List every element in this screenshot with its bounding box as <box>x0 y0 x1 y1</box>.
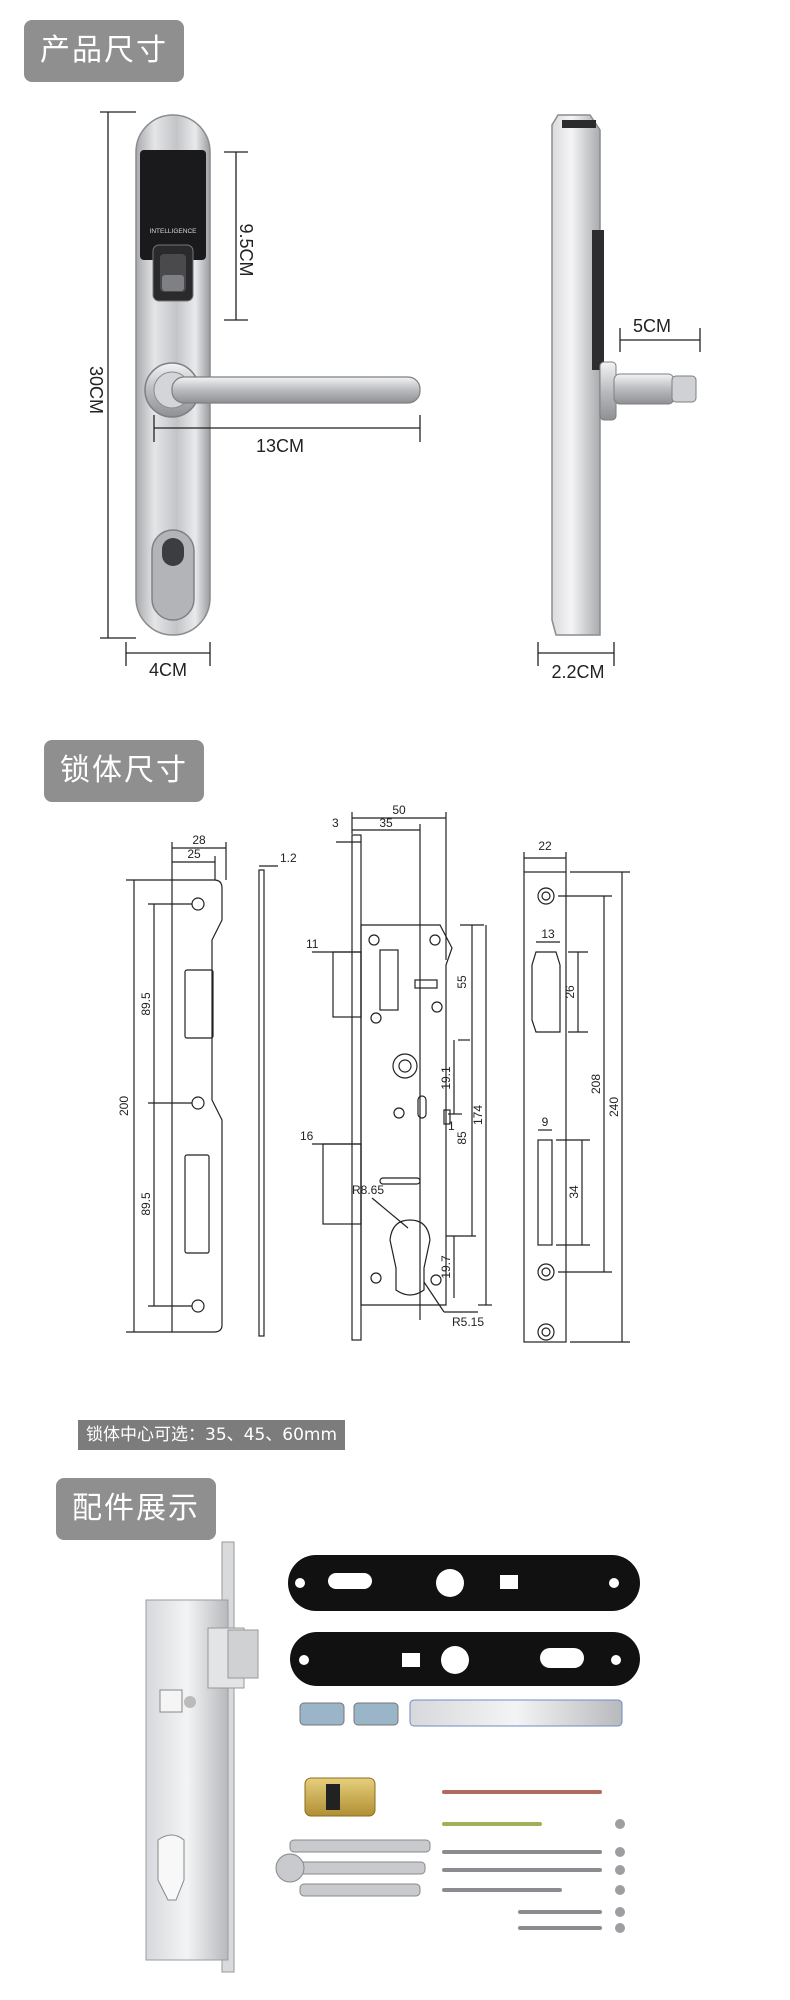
accessories-photo <box>145 1541 640 1973</box>
dim-projection: 5CM <box>633 316 671 336</box>
escutcheon-plates <box>288 1555 640 1686</box>
dim-face-34: 34 <box>567 1185 581 1199</box>
dim-case-3: 3 <box>332 816 339 830</box>
lock-center-note: 锁体中心可选：35、45、60mm <box>78 1420 346 1450</box>
section-title-product-size: 产品尺寸 <box>24 20 184 82</box>
dim-strike-200: 200 <box>117 1096 131 1116</box>
side-view <box>551 114 697 636</box>
dim-width: 4CM <box>149 660 187 680</box>
dim-face-208: 208 <box>589 1074 603 1094</box>
product-dimension-figure: INTELLIGENCE 30CM 9.5CM 13CM 4CM <box>86 111 701 682</box>
dim-case-r865: R8.65 <box>352 1183 384 1197</box>
dim-case-11: 11 <box>306 937 319 951</box>
dim-case-16: 16 <box>300 1129 314 1143</box>
dim-strike-lower: 89.5 <box>139 1192 153 1216</box>
dim-case-174: 174 <box>471 1105 485 1125</box>
dim-case-85: 85 <box>455 1131 469 1145</box>
section-title-accessories: 配件展示 <box>56 1478 216 1540</box>
front-plate: INTELLIGENCE <box>135 114 421 636</box>
dim-strike-28: 28 <box>192 833 206 847</box>
dim-handle-length: 13CM <box>256 436 304 456</box>
dim-depth: 2.2CM <box>551 662 604 682</box>
dim-strike-12: 1.2 <box>280 851 297 865</box>
dim-face-9: 9 <box>542 1115 549 1129</box>
dim-face-240: 240 <box>607 1097 621 1117</box>
dim-face-13: 13 <box>541 927 555 941</box>
dim-panel-top: 9.5CM <box>236 223 256 276</box>
dim-case-35: 35 <box>379 816 393 830</box>
section-title-lock-body-size: 锁体尺寸 <box>44 740 204 802</box>
brand-text: INTELLIGENCE <box>150 228 198 235</box>
dim-case-55: 55 <box>455 975 469 989</box>
dim-case-191: 19.1 <box>439 1066 453 1090</box>
dim-case-r515: R5.15 <box>452 1315 484 1329</box>
dim-case-1: 1 <box>448 1119 455 1133</box>
dim-face-26: 26 <box>563 985 577 999</box>
dim-face-22: 22 <box>538 839 552 853</box>
dim-height: 30CM <box>86 366 106 414</box>
dim-case-197: 19.7 <box>439 1255 453 1279</box>
lock-body-drawing: 28 25 1.2 200 89.5 89.5 50 35 3 11 16 55… <box>117 803 630 1343</box>
dim-case-50: 50 <box>392 803 406 817</box>
dim-strike-25: 25 <box>187 847 201 861</box>
mortise-lock-body <box>145 1541 259 1973</box>
dim-strike-upper: 89.5 <box>139 992 153 1016</box>
